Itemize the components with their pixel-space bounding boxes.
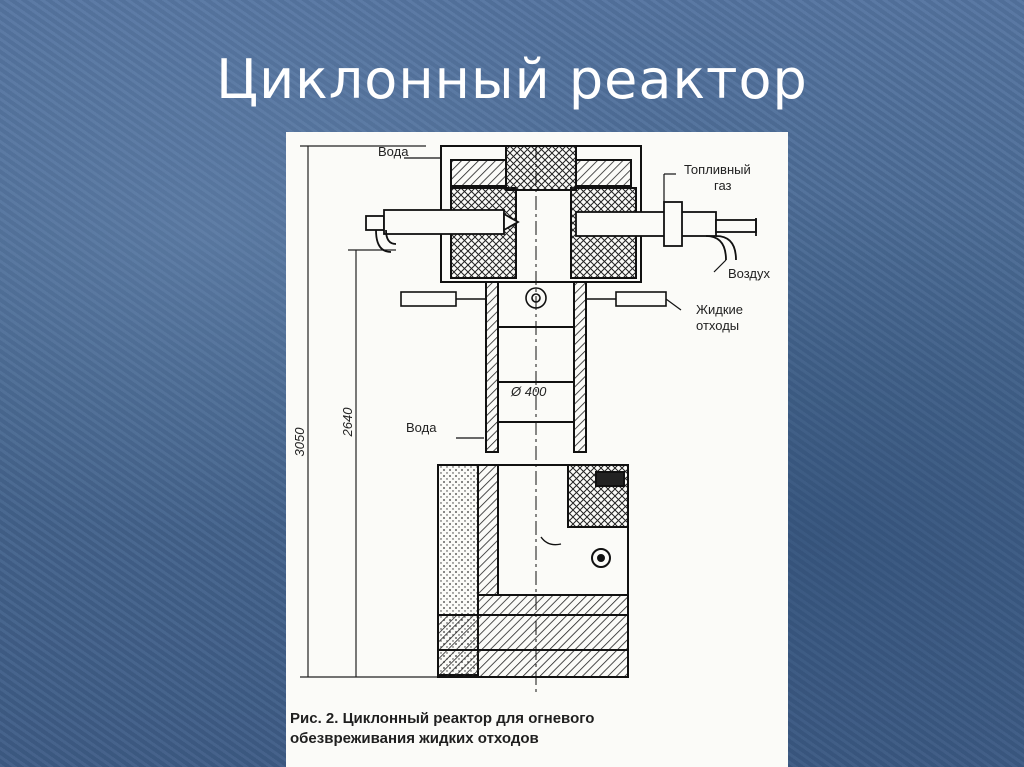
label-fuel-gas-line2: газ <box>714 178 732 193</box>
waste-nozzles <box>400 287 667 309</box>
label-water-side: Вода <box>406 420 437 435</box>
reactor-base <box>437 464 629 678</box>
diameter-label: Ø 400 <box>510 384 547 399</box>
label-water-top: Вода <box>378 144 409 159</box>
burner-left <box>365 209 520 253</box>
burner-right <box>575 201 757 261</box>
reactor-diagram: 3050 2640 <box>292 144 771 692</box>
dimension-3050: 3050 <box>292 427 307 457</box>
label-liquid-waste-line2: отходы <box>696 318 739 333</box>
caption-line-1: Рис. 2. Циклонный реактор для огневого <box>290 710 595 727</box>
figure-caption: Рис. 2. Циклонный реактор для огневого о… <box>286 709 788 749</box>
label-liquid-waste-line1: Жидкие <box>696 302 743 317</box>
reactor-figure: 3050 2640 <box>286 132 788 767</box>
label-fuel-gas-line1: Топливный <box>684 162 751 177</box>
dimension-lines <box>300 145 446 678</box>
caption-line-2: обезвреживания жидких отходов <box>290 730 539 747</box>
label-air: Воздух <box>728 266 771 281</box>
slide-title: Циклонный реактор <box>216 48 808 111</box>
dimension-2640: 2640 <box>340 407 355 438</box>
leader-lines <box>404 157 727 439</box>
